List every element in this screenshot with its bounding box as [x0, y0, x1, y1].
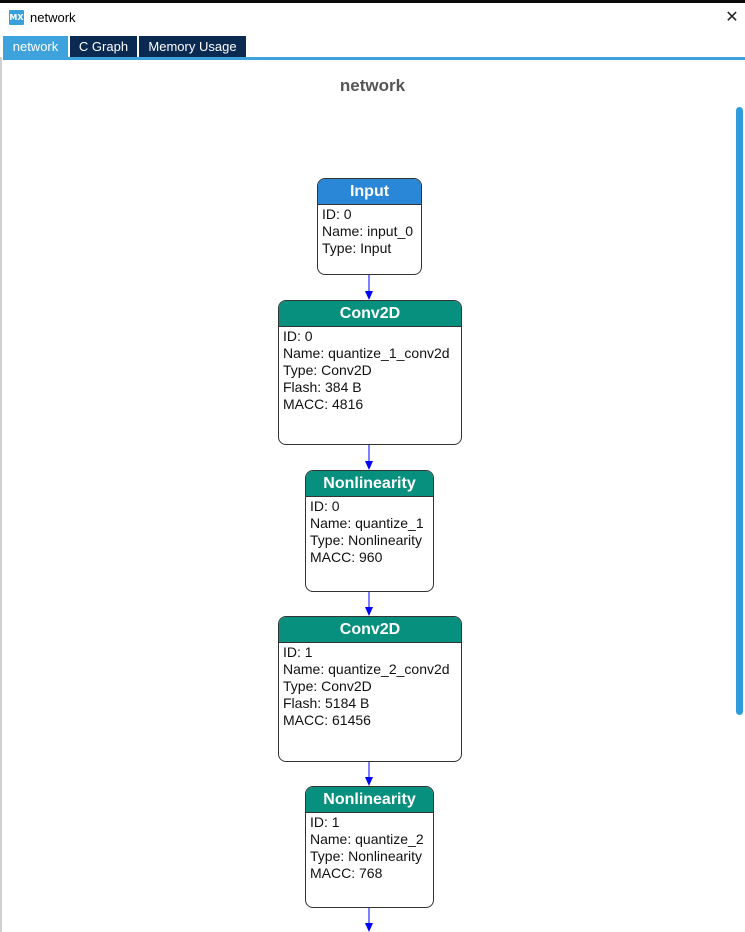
node-macc: MACC: 4816: [283, 396, 364, 412]
node-macc: MACC: 768: [310, 865, 383, 881]
node-flash: Flash: 5184 B: [283, 695, 370, 711]
node-id: ID: 0: [322, 206, 352, 222]
node-id: ID: 1: [310, 814, 340, 830]
node-header: Conv2D: [279, 301, 461, 327]
graph-node-conv2d-1[interactable]: Conv2D ID: 1 Name: quantize_2_conv2d Typ…: [278, 616, 462, 762]
app-icon: MX: [9, 10, 24, 25]
node-type: Type: Conv2D: [283, 362, 372, 378]
window-title: network: [30, 10, 76, 25]
node-name: Name: quantize_2_conv2d: [283, 661, 450, 677]
node-id: ID: 0: [283, 328, 313, 344]
node-name: Name: input_0: [322, 223, 414, 239]
graph-node-nonlinearity-1[interactable]: Nonlinearity ID: 1 Name: quantize_2 Type…: [305, 786, 434, 908]
node-macc: MACC: 960: [310, 549, 383, 565]
tab-memory-usage[interactable]: Memory Usage: [139, 36, 246, 57]
tab-underline: [3, 57, 745, 60]
node-details: ID: 0 Name: input_0 Type: Input: [318, 205, 421, 257]
node-header: Nonlinearity: [306, 787, 433, 813]
node-id: ID: 0: [310, 498, 340, 514]
graph-node-nonlinearity-0[interactable]: Nonlinearity ID: 0 Name: quantize_1 Type…: [305, 470, 434, 592]
node-flash: Flash: 384 B: [283, 379, 362, 395]
node-details: ID: 1 Name: quantize_2_conv2d Type: Conv…: [279, 643, 461, 729]
vertical-scrollbar[interactable]: [736, 107, 743, 715]
node-type: Type: Nonlinearity: [310, 848, 423, 864]
node-header: Input: [318, 179, 421, 205]
tab-bar: network C Graph Memory Usage: [0, 36, 745, 60]
node-header: Conv2D: [279, 617, 461, 643]
title-bar: MX network ✕: [0, 3, 745, 33]
close-icon[interactable]: ✕: [725, 9, 739, 26]
node-type: Type: Conv2D: [283, 678, 372, 694]
node-details: ID: 0 Name: quantize_1_conv2d Type: Conv…: [279, 327, 461, 413]
graph-node-conv2d-0[interactable]: Conv2D ID: 0 Name: quantize_1_conv2d Typ…: [278, 300, 462, 445]
node-macc: MACC: 61456: [283, 712, 371, 728]
window-top-border: [0, 0, 745, 3]
node-type: Type: Input: [322, 240, 392, 256]
content-left-border: [0, 57, 2, 932]
node-type: Type: Nonlinearity: [310, 532, 423, 548]
node-details: ID: 0 Name: quantize_1 Type: Nonlinearit…: [306, 497, 433, 566]
tab-network[interactable]: network: [3, 36, 68, 57]
node-details: ID: 1 Name: quantize_2 Type: Nonlinearit…: [306, 813, 433, 882]
node-name: Name: quantize_2: [310, 831, 424, 847]
node-header: Nonlinearity: [306, 471, 433, 497]
graph-title: network: [339, 76, 406, 95]
node-id: ID: 1: [283, 644, 313, 660]
node-name: Name: quantize_1: [310, 515, 424, 531]
node-name: Name: quantize_1_conv2d: [283, 345, 450, 361]
tab-c-graph[interactable]: C Graph: [70, 36, 137, 57]
graph-node-input[interactable]: Input ID: 0 Name: input_0 Type: Input: [317, 178, 422, 275]
